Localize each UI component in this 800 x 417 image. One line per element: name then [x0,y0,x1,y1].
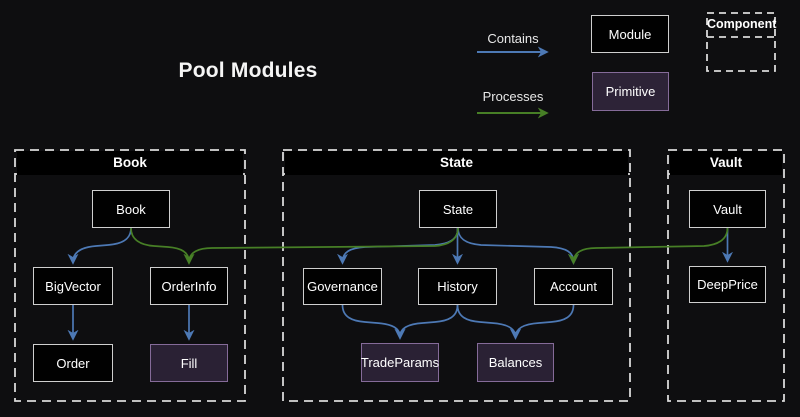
edge-contains-governance-tradeparams [341,304,406,340]
legend-arrows-layer [477,46,549,119]
container-state [282,149,631,402]
edge-processes-book-orderinfo [130,227,195,265]
container-title-state: State [285,151,628,175]
node-bigvector: BigVector [33,267,113,305]
node-balances: Balances [477,343,554,382]
edge-contains-history-balances [456,304,521,340]
node-book: Book [92,190,170,228]
page-title: Pool Modules [178,59,318,82]
legend-component-box [706,12,776,72]
legend-contains-label: Contains [487,31,539,46]
node-order: Order [33,344,113,382]
edge-contains-book-bigvector [67,227,132,265]
node-tradeparams: TradeParams [361,343,439,382]
node-account: Account [534,268,613,305]
edges-layer [67,227,733,341]
container-title-vault: Vault [670,151,782,175]
edge-processes-vault-account [568,227,729,265]
legend-module-box: Module [591,15,669,53]
node-state: State [419,190,497,228]
node-deepprice: DeepPrice [689,266,766,303]
container-vault [667,149,785,402]
node-fill: Fill [150,344,228,382]
node-history: History [418,268,497,305]
legend-processes-label: Processes [482,89,544,104]
edge-processes-state-orderinfo [183,227,459,265]
edge-contains-account-balances [510,304,575,340]
edge-contains-history-tradeparams [394,304,459,340]
node-governance: Governance [303,268,382,305]
legend-component-label: Component [707,17,777,31]
node-orderinfo: OrderInfo [150,267,228,305]
container-title-book: Book [17,151,243,175]
node-vault: Vault [689,190,766,228]
edge-contains-state-account [457,227,579,265]
legend-primitive-box: Primitive [592,72,669,111]
